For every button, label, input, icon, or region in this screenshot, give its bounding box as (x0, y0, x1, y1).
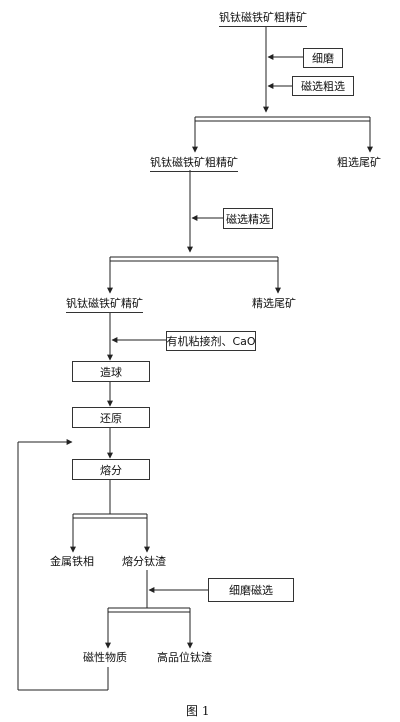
node-reduce: 还原 (72, 407, 150, 428)
node-rough-concentrate: 钒钛磁铁矿粗精矿 (150, 156, 238, 172)
node-high-grade-ti-slag: 高品位钛渣 (157, 651, 212, 664)
node-rough-tailings: 粗选尾矿 (337, 156, 381, 169)
node-pelletize: 造球 (72, 361, 150, 382)
node-fine-grind-magnetic: 细磨磁选 (208, 578, 294, 602)
node-ti-slag: 熔分钛渣 (122, 555, 166, 568)
node-fine-grind: 细磨 (303, 48, 343, 68)
figure-caption: 图 1 (186, 704, 210, 718)
node-fine-tailings: 精选尾矿 (252, 297, 296, 310)
node-magnetic-fine-separation: 磁选精选 (223, 208, 273, 229)
node-magnetic-rough-separation: 磁选粗选 (292, 76, 354, 96)
node-iron-phase: 金属铁相 (50, 555, 94, 568)
node-ore: 钒钛磁铁矿粗精矿 (219, 11, 307, 27)
node-melt-separation: 熔分 (72, 459, 150, 480)
node-magnetic-material: 磁性物质 (83, 651, 127, 664)
node-concentrate: 钒钛磁铁矿精矿 (66, 297, 143, 313)
node-binder-cao: 有机粘接剂、CaO (166, 331, 256, 351)
